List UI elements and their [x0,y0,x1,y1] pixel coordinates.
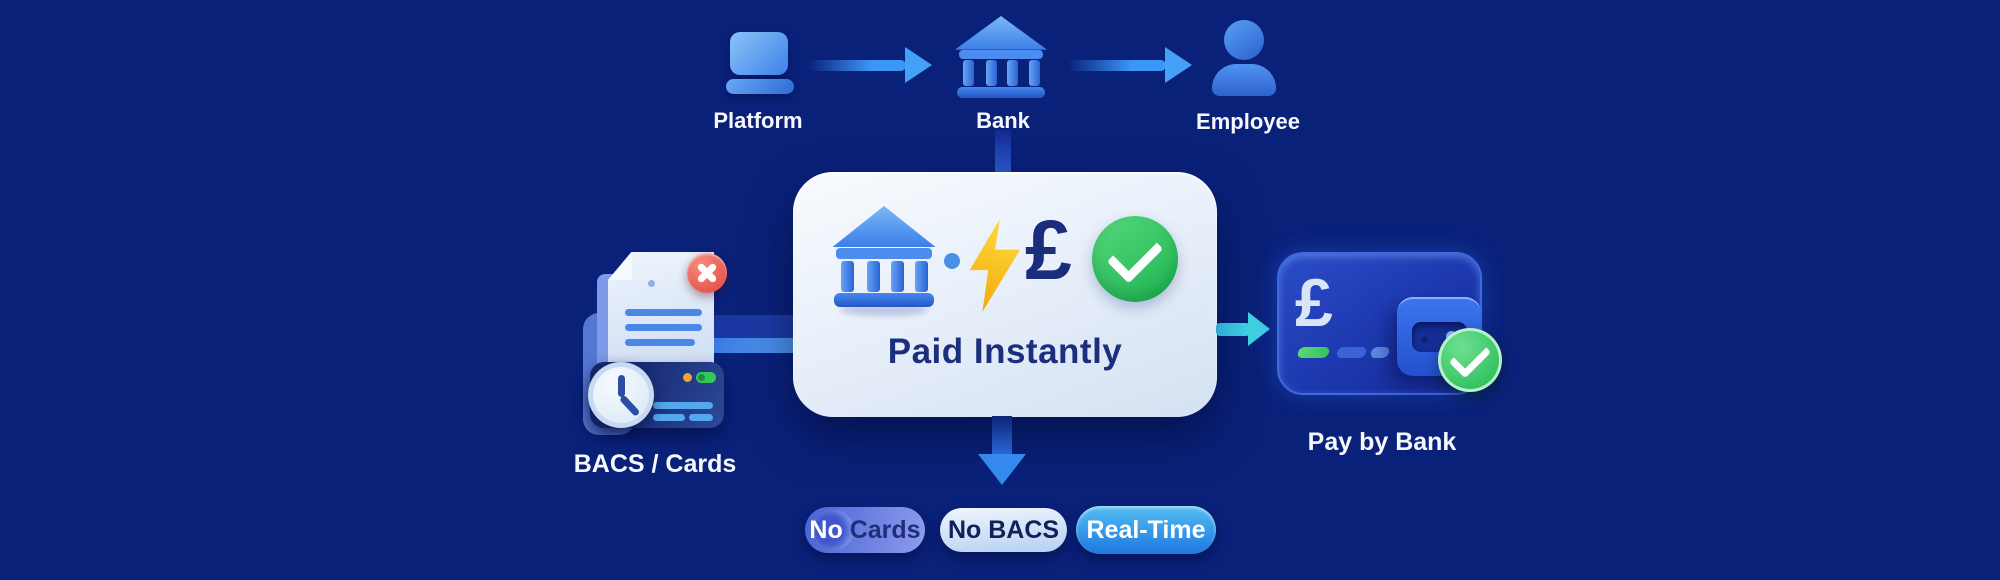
laptop-screen [730,32,788,75]
bacs-cards-icon [583,250,733,435]
success-check-icon [1092,216,1178,302]
connector-card-to-pills [992,416,1012,458]
paid-instantly-card: £ Paid Instantly [793,172,1217,417]
employee-person-icon [1212,20,1276,96]
wallet-pound-symbol: £ [1295,265,1333,341]
pill-no-cards-word1: No [809,515,843,544]
arrow-card-to-wallet-icon [1216,312,1270,346]
arrow-platform-to-bank-icon [808,47,932,83]
card-title: Paid Instantly [887,332,1123,371]
platform-laptop-icon [717,26,803,98]
pill-no-cards-word2: Cards [849,515,921,544]
down-arrow-icon [978,454,1026,485]
bacs-cards-label: BACS / Cards [573,450,737,478]
laptop-base [726,79,794,94]
pay-by-bank-label: Pay by Bank [1307,428,1457,456]
employee-label: Employee [1196,109,1300,134]
lightning-bolt-icon [969,219,1021,312]
error-x-badge-icon [687,253,727,293]
connector-bank-to-card [995,130,1011,176]
wallet-check-icon [1438,328,1502,392]
platform-label: Platform [713,108,803,133]
pill-real-time: Real-Time [1076,506,1216,554]
pound-symbol: £ [1025,203,1072,297]
pay-by-bank-wallet-icon: £ [1277,252,1502,395]
clock-icon [588,362,654,428]
bank-icon [955,16,1047,98]
pill-no-bacs: No BACS [940,508,1067,552]
card-bank-icon [832,206,936,316]
dot-separator-icon [944,253,960,269]
document-fold [608,252,632,280]
bank-label: Bank [976,108,1030,133]
arrow-bank-to-employee-icon [1068,47,1192,83]
pill-no-cards: No Cards [805,507,925,553]
pill-halo-circle [814,510,854,550]
